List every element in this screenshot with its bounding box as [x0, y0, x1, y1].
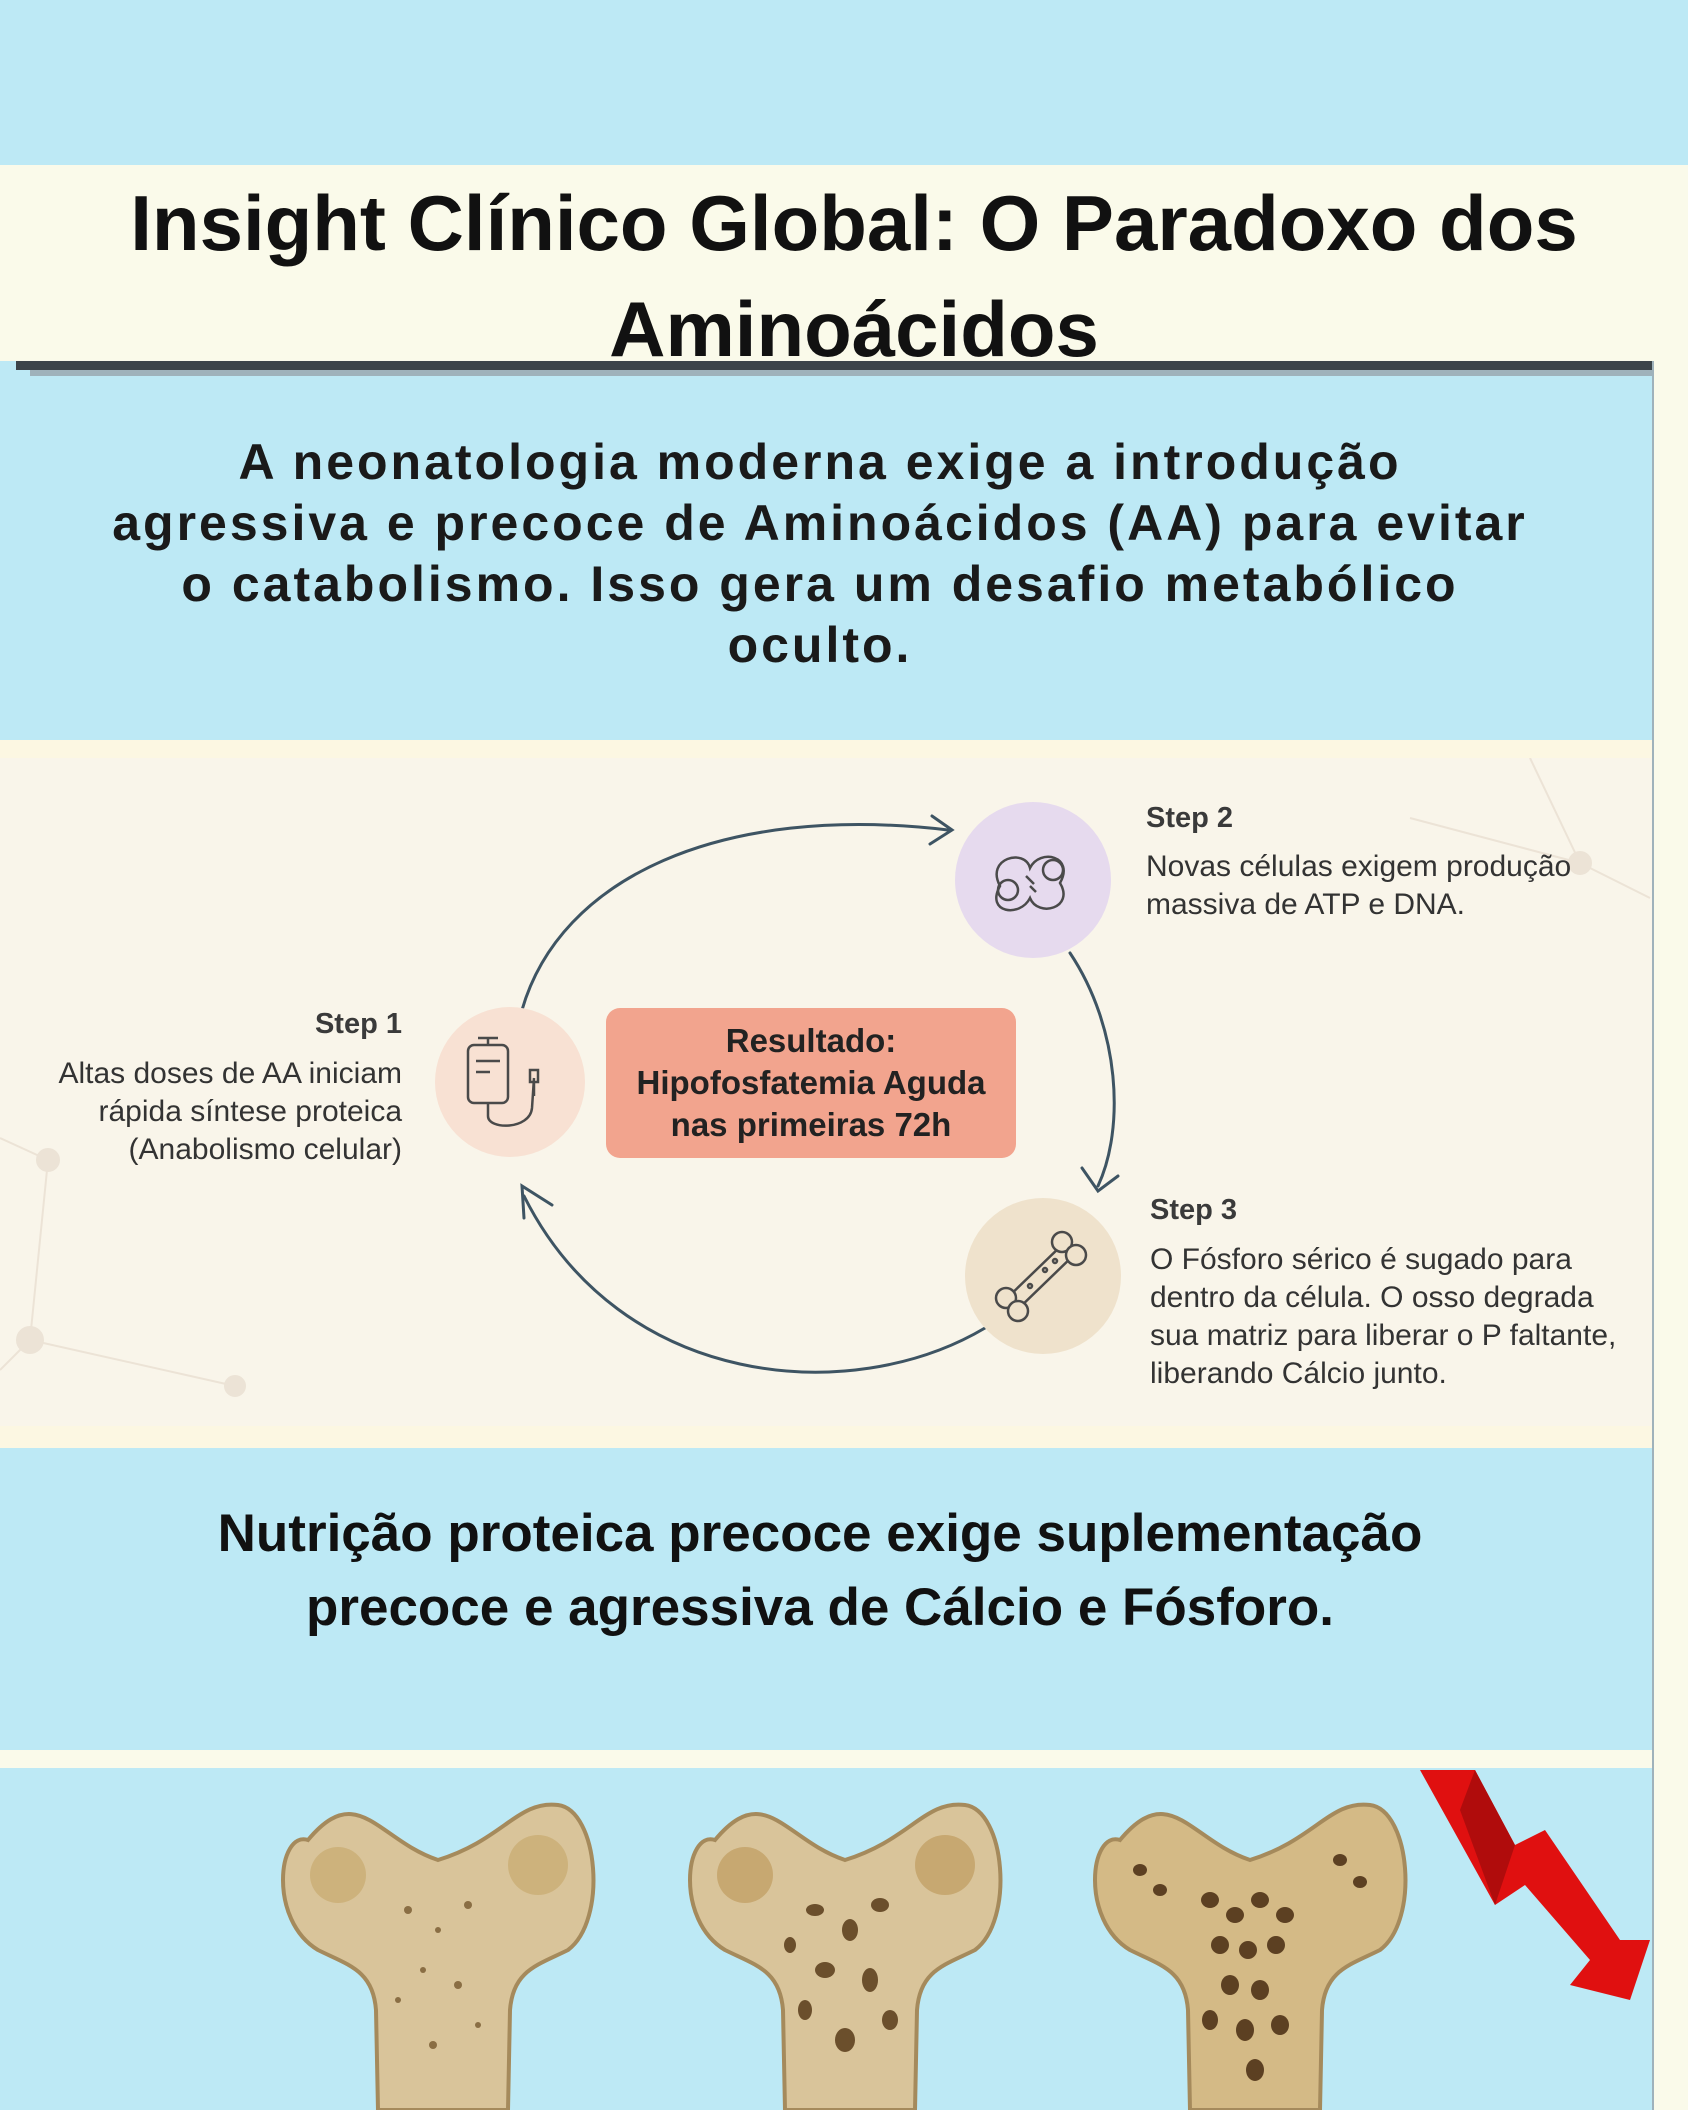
step3-title: Step 3 [1150, 1194, 1238, 1226]
step1-title: Step 1 [314, 1008, 402, 1040]
femur-bone-osteopenia-icon [688, 1802, 1003, 2110]
intro-text: A neonatologia moderna exige a introduçã… [112, 434, 1528, 673]
step2-circle [955, 802, 1111, 958]
conclusion-text: Nutrição proteica precoce exige suplemen… [217, 1504, 1423, 1637]
step3-description: O Fósforo sérico é sugado para dentro da… [1150, 1243, 1617, 1390]
network-decoration-icon [0, 758, 1651, 1397]
arrow-step3-to-step1 [522, 1194, 987, 1374]
femur-bone-severe-icon [1093, 1802, 1408, 2110]
result-text: Resultado: Hipofosfatemia Aguda nas prim… [636, 1022, 986, 1143]
arrow-step2-to-step3 [1068, 951, 1116, 1188]
step2-description: Novas células exigem produção massiva de… [1146, 850, 1572, 921]
arrow-step1-to-step2 [520, 823, 950, 1012]
right-border-line [1652, 361, 1654, 2110]
femur-bone-healthy-icon [281, 1802, 596, 2110]
porous-bone-icon [994, 1230, 1088, 1323]
arrow-head-3 [520, 1183, 554, 1220]
cycle-arrows [520, 814, 1120, 1374]
title-divider-shadow [30, 370, 1652, 376]
title-band [0, 165, 1688, 361]
cycle-diagram [0, 758, 1651, 1397]
cell-division-icon [995, 855, 1065, 912]
page-title: Insight Clínico Global: O Paradoxo dos A… [130, 179, 1578, 373]
step2-title: Step 2 [1146, 802, 1234, 834]
arrow-head-2 [1080, 1166, 1120, 1194]
arrow-head-1 [928, 814, 955, 846]
right-border-strip [1652, 361, 1688, 2110]
step1-description: Altas doses de AA iniciam rápida síntese… [58, 1057, 402, 1166]
title-divider [16, 361, 1652, 370]
red-down-arrow-icon [1420, 1770, 1650, 2000]
step1-circle [435, 1007, 585, 1157]
section-separator [0, 1750, 1652, 1768]
iv-bag-icon [466, 1036, 540, 1127]
result-box [606, 1008, 1016, 1158]
